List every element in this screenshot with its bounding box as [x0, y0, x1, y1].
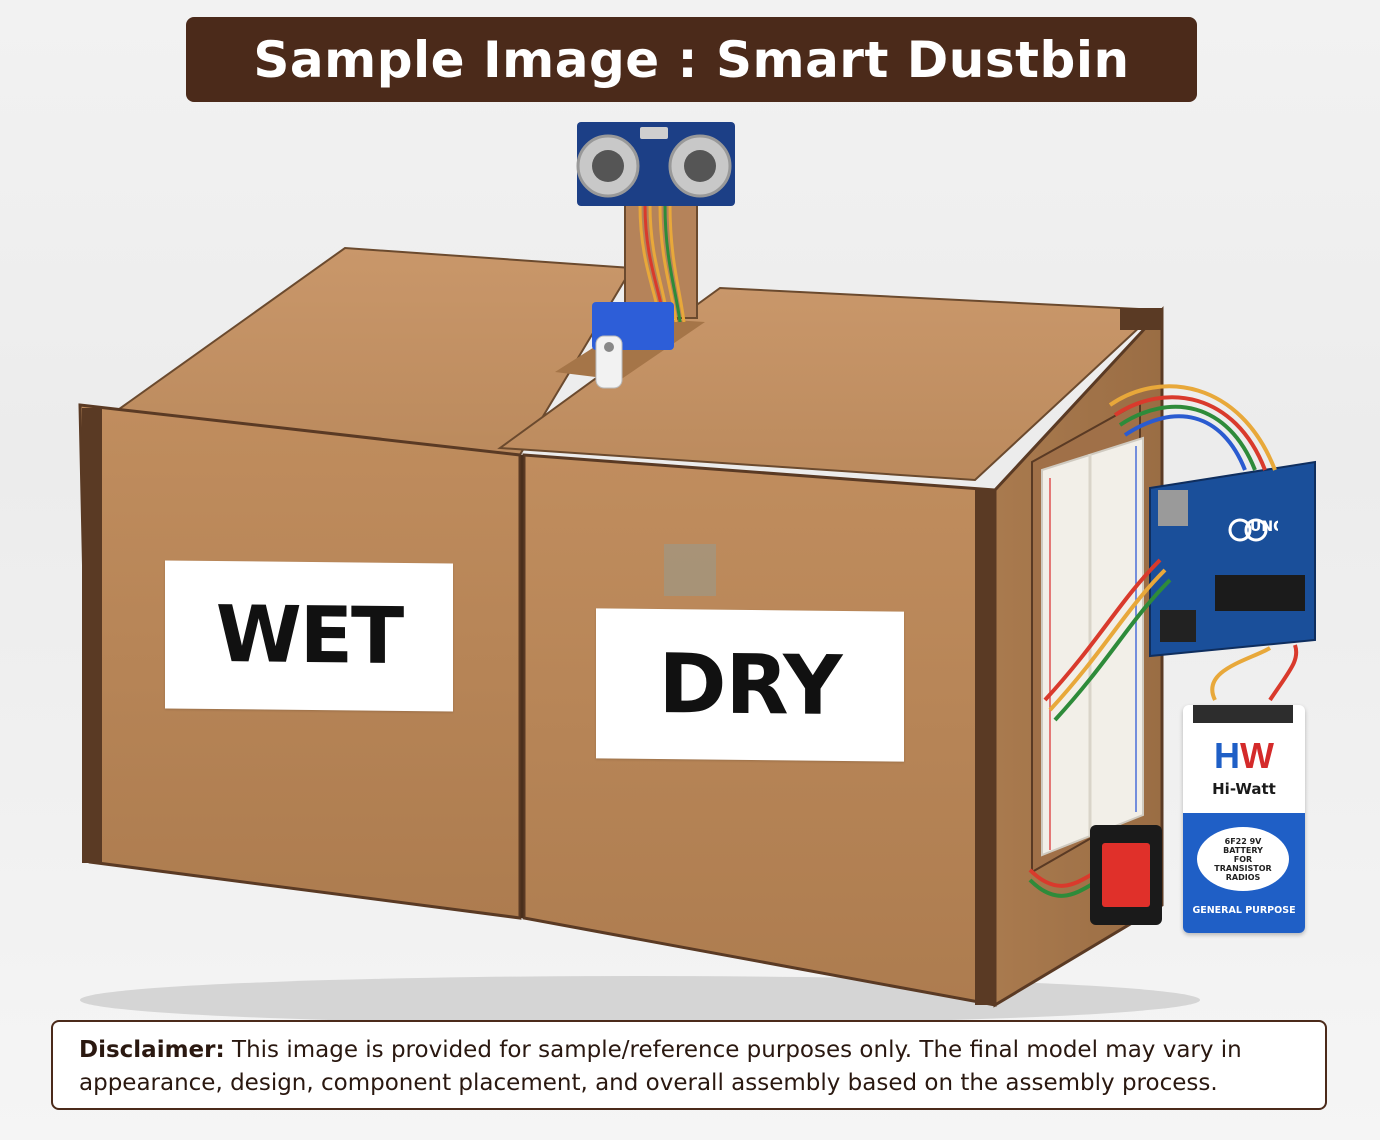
rocker-switch-button: [1102, 843, 1150, 907]
arduino-uno-label: UNO: [1250, 519, 1278, 535]
rocker-switch: [1090, 825, 1162, 925]
title-banner: Sample Image : Smart Dustbin: [186, 17, 1197, 102]
jumper-wires-top: [1108, 384, 1277, 471]
corner-strip-left: [82, 408, 102, 863]
dry-label: DRY: [658, 636, 842, 734]
wet-label: WET: [215, 590, 403, 682]
svg-text:UNO: UNO: [1250, 519, 1278, 535]
dry-label-card: DRY: [596, 608, 904, 762]
arduino-logo-icon: [1228, 518, 1252, 542]
disclaimer-box: Disclaimer: This image is provided for s…: [51, 1020, 1327, 1110]
battery-terminals: [1193, 705, 1293, 723]
battery-footer: GENERAL PURPOSE: [1192, 905, 1296, 916]
sensor-wires: [638, 204, 686, 323]
breadboard: [1041, 436, 1144, 857]
battery-9v: HW Hi-Watt 6F22 9V BATTERY FOR TRANSISTO…: [1183, 705, 1305, 933]
page-title: Sample Image : Smart Dustbin: [253, 30, 1130, 89]
battery-brand-logo: HW: [1214, 735, 1274, 776]
corner-strip-right: [975, 490, 995, 1005]
servo-horn: [595, 335, 623, 389]
watermark: [664, 544, 716, 596]
disclaimer-text: Disclaimer: This image is provided for s…: [79, 1034, 1299, 1100]
top-edge-right: [1120, 308, 1162, 330]
battery-name: Hi-Watt: [1212, 780, 1276, 798]
battery-wires: [1210, 646, 1272, 701]
battery-oval-label: 6F22 9V BATTERY FOR TRANSISTOR RADIOS: [1197, 827, 1289, 891]
disclaimer-body: This image is provided for sample/refere…: [79, 1037, 1242, 1096]
disclaimer-label: Disclaimer:: [79, 1037, 225, 1063]
wet-label-card: WET: [165, 560, 453, 712]
jumper-wires-side: [1043, 558, 1162, 702]
